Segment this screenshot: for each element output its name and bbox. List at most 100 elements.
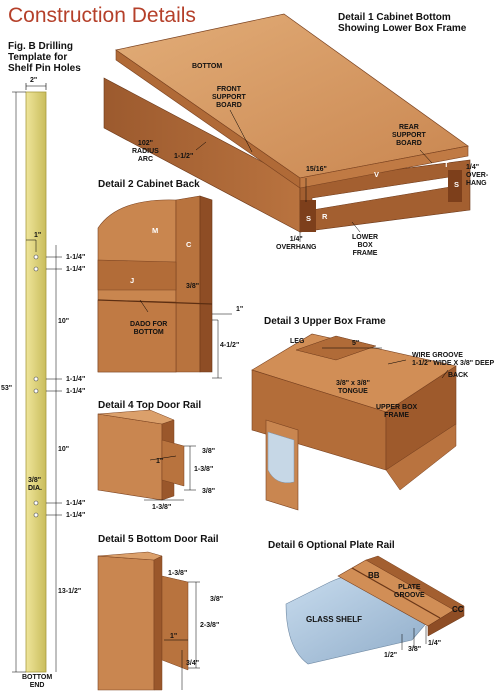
back-label: BACK [448, 372, 469, 379]
hole-diameter: 3/8" DIA. [28, 477, 42, 493]
upper-box-frame-drawing [251, 333, 457, 511]
frame-width: 5" [352, 340, 360, 347]
overhang-right: 1/4" OVER- HANG [466, 164, 488, 188]
bottom-rail-dim-c: 2-3/8" [200, 622, 220, 629]
wire-groove-label: WIRE GROOVE 1-1/2" WIDE X 3/8" DEEP [412, 352, 494, 368]
plate-dim-b: 3/8" [408, 646, 422, 653]
part-m: M [152, 226, 159, 235]
part-s-left: S [306, 214, 312, 223]
part-t: T [444, 160, 449, 169]
rear-support-line: BOARD [396, 140, 422, 147]
tongue-label: 3/8" x 3/8" TONGUE [336, 380, 370, 396]
top-rail-dim-a: 1" [156, 458, 164, 465]
top-rail-dim-e: 1-3/8" [152, 504, 172, 511]
top-door-rail-drawing [97, 409, 196, 501]
hole-diameter-value: 3/8" [28, 477, 42, 484]
hole-offset: 1" [34, 232, 42, 239]
upper-box-line: FRAME [384, 412, 410, 419]
spacing-2: 1-1/4" [66, 266, 86, 273]
cabinet-bottom-drawing [103, 13, 471, 242]
fig-b-title-line: Shelf Pin Holes [8, 63, 81, 74]
glass-shelf-label: GLASS SHELF [306, 615, 363, 624]
wire-groove-line: 1-1/2" WIDE X 3/8" DEEP [412, 360, 495, 367]
cabinet-back-drawing [97, 195, 232, 379]
detail-1-title: Detail 1 Cabinet Bottom Showing Lower Bo… [338, 12, 466, 34]
radius-line: 102" [137, 140, 153, 147]
spacing-1: 1-1/4" [66, 254, 86, 261]
fig-b-title-line: Fig. B Drilling [8, 41, 73, 52]
spacing-5: 1-1/4" [66, 500, 86, 507]
detail-5-title: Detail 5 Bottom Door Rail [98, 534, 219, 545]
radius-line: RADIUS [132, 148, 159, 155]
detail-4-title: Detail 4 Top Door Rail [98, 400, 202, 411]
back-dim-1: 3/8" [186, 283, 200, 290]
top-rail-dim-b: 3/8" [202, 448, 216, 455]
bottom-gap: 13-1/2" [58, 588, 82, 595]
part-r: R [322, 212, 328, 221]
plate-rail-drawing [285, 555, 465, 665]
fig-b-title-line: Template for [8, 52, 68, 63]
detail-3-title: Detail 3 Upper Box Frame [264, 316, 386, 327]
top-rail-dim-c: 1-3/8" [194, 466, 214, 473]
hole-diameter-label: DIA. [28, 485, 42, 492]
overhang-left-line: OVERHANG [276, 244, 317, 251]
part-cc: CC [452, 605, 464, 614]
overall-length: 53" [1, 385, 13, 392]
spacing-3: 1-1/4" [66, 376, 86, 383]
wire-groove-line: WIRE GROOVE [412, 352, 463, 359]
detail-1-title-line: Detail 1 Cabinet Bottom [338, 12, 451, 23]
overhang-left-line: 1/4" [289, 236, 303, 243]
part-bb: BB [368, 571, 380, 580]
top-rail-dim-d: 3/8" [202, 488, 216, 495]
back-dim-3: 4-1/2" [220, 342, 240, 349]
detail-1-title-line: Showing Lower Box Frame [338, 23, 467, 34]
detail-6-title: Detail 6 Optional Plate Rail [268, 540, 395, 551]
part-j: J [130, 276, 135, 285]
radius-line: ARC [137, 156, 153, 163]
bottom-label: BOTTOM [192, 63, 223, 70]
part-s-right: S [454, 180, 460, 189]
leg-label: LEG [290, 338, 305, 345]
overhang-right-line: OVER- [466, 172, 489, 179]
front-support-line: BOARD [216, 102, 242, 109]
back-dim-2: 1" [236, 306, 244, 313]
plate-dim-c: 1/4" [428, 640, 442, 647]
plate-dim-a: 1/2" [384, 652, 398, 659]
dado-line: BOTTOM [133, 329, 164, 336]
bottom-rail-dim-e: 3/4" [186, 660, 200, 667]
tongue-line: TONGUE [338, 388, 368, 395]
tongue-line: 3/8" x 3/8" [336, 380, 370, 387]
upper-box-label: UPPER BOX FRAME [376, 404, 417, 420]
front-support-label: FRONT SUPPORT BOARD [212, 86, 246, 110]
fig-b-title: Fig. B Drilling Template for Shelf Pin H… [8, 41, 81, 74]
bottom-end-line: BOTTOM [22, 674, 53, 681]
plate-groove-line: PLATE [398, 584, 421, 591]
spacing-6: 1-1/4" [66, 512, 86, 519]
radius-label: 102" RADIUS ARC [132, 140, 159, 164]
gap-2: 10" [58, 446, 70, 453]
lower-box-line: FRAME [352, 250, 378, 257]
rear-support-line: REAR [399, 124, 419, 131]
thickness-dim: 15/16" [306, 166, 327, 173]
bottom-rail-dim-a: 1-3/8" [168, 570, 188, 577]
plate-groove-line: GROOVE [394, 592, 425, 599]
dado-label: DADO FOR BOTTOM [130, 321, 167, 337]
template-width: 2" [30, 77, 38, 84]
lower-box-line: BOX [357, 242, 373, 249]
part-c: C [186, 240, 192, 249]
front-support-line: FRONT [216, 86, 241, 93]
bottom-rail-dim-b: 3/8" [210, 596, 224, 603]
lower-box-line: LOWER [352, 234, 379, 241]
upper-box-line: UPPER BOX [376, 404, 418, 411]
spacing-4: 1-1/4" [66, 388, 86, 395]
bottom-end-line: END [29, 682, 45, 689]
bottom-rail-dim-d: 1" [170, 633, 178, 640]
overhang-right-line: HANG [466, 180, 487, 187]
rear-support-label: REAR SUPPORT BOARD [392, 124, 426, 148]
dado-line: DADO FOR [130, 321, 168, 328]
bottom-end-label: BOTTOM END [22, 674, 52, 690]
lower-box-label: LOWER BOX FRAME [352, 234, 378, 258]
radius-offset: 1-1/2" [174, 153, 194, 160]
detail-2-title: Detail 2 Cabinet Back [98, 179, 200, 190]
